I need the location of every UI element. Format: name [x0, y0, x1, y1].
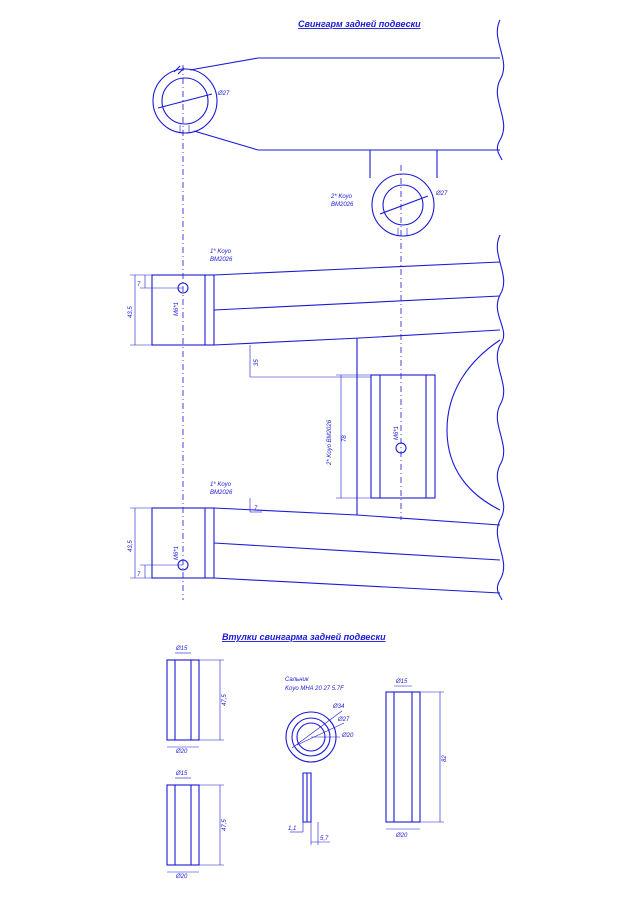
seal-width-1: 1,1: [288, 826, 296, 832]
dim-78: 78: [342, 435, 348, 442]
bushing1-id: Ø15: [175, 646, 188, 652]
dim-7-mid: 7: [254, 506, 258, 512]
seal-label-1: Сальник: [285, 677, 310, 683]
dimensions-top-view: 7 43,5 35 78 2* Koyo BM2026 7 7 43,5: [128, 274, 371, 579]
swingarm-top-view: M6*1 1* Koyo BM2026 M6*1 M6*1 1* Koyo BM…: [151, 234, 505, 601]
bushing-1: Ø15 47,5 Ø20: [166, 646, 228, 755]
bushing1-od: Ø20: [175, 749, 188, 755]
bushing1-length: 47,5: [222, 694, 228, 706]
dim-35: 35: [254, 359, 260, 366]
label-bearing1-upper-a: 1* Koyo: [210, 249, 232, 255]
swingarm-side-view: Ø27 Ø27 2* Koyo BM2026: [152, 19, 505, 237]
dim-7-lower: 7: [137, 572, 141, 578]
label-d27-mount: Ø27: [435, 191, 448, 197]
bushing2-id: Ø15: [175, 771, 188, 777]
oil-seal: Сальник Koyo MHA 20 27 5.7F Ø34 Ø27 Ø20 …: [285, 677, 354, 845]
label-bearing1-lower-b: BM2026: [210, 490, 233, 496]
bushing3-length: 82: [442, 755, 448, 762]
label-d27-eye: Ø27: [217, 91, 230, 97]
bushing3-id: Ø15: [395, 679, 408, 685]
bushing-2: Ø15 47,5 Ø20: [166, 771, 228, 880]
dim-7-upper: 7: [137, 282, 141, 288]
seal-label-2: Koyo MHA 20 27 5.7F: [285, 686, 344, 692]
label-m6-lower: M6*1: [174, 546, 180, 560]
label-m6-upper: M6*1: [174, 302, 180, 316]
seal-d20: Ø20: [341, 733, 354, 739]
label-m6-center: M6*1: [394, 426, 400, 440]
label-bearing2-b: BM2026: [331, 202, 354, 208]
label-bearing1-upper-b: BM2026: [210, 257, 233, 263]
bushing2-length: 47,5: [222, 819, 228, 831]
label-bearing2-a: 2* Koyo: [330, 194, 353, 200]
dim-43-5-lower: 43,5: [128, 540, 134, 552]
title-swingarm: Свингарм задней подвески: [298, 19, 421, 29]
bushing2-od: Ø20: [175, 874, 188, 880]
seal-d34: Ø34: [332, 704, 345, 710]
label-bearing1-lower-a: 1* Koyo: [210, 482, 232, 488]
seal-width-2: 5,7: [320, 836, 329, 842]
dim-43-5-upper: 43,5: [128, 306, 134, 318]
bushing-3: Ø15 82 Ø20: [385, 679, 448, 839]
label-bearing-center: 2* Koyo BM2026: [327, 419, 333, 466]
title-bushings: Втулки свингарма задней подвески: [222, 632, 386, 642]
seal-d27: Ø27: [337, 717, 350, 723]
bushing3-od: Ø20: [395, 833, 408, 839]
